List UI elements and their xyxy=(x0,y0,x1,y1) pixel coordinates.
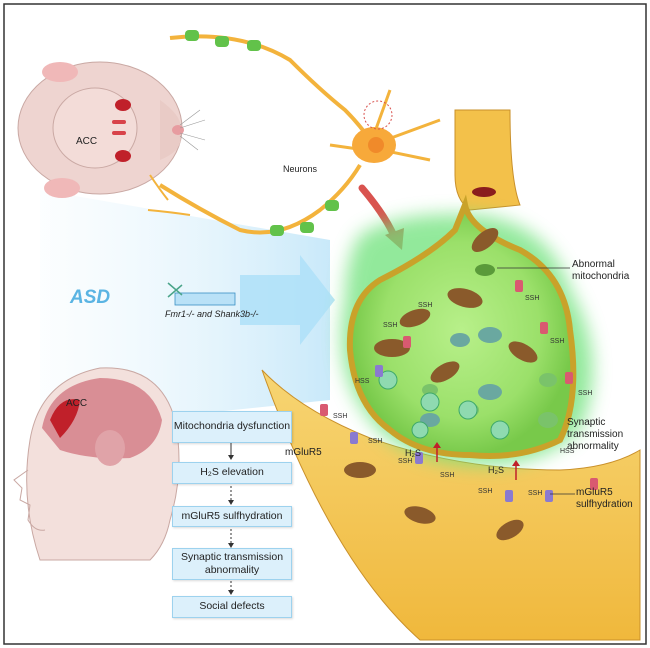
ssh-tag-2: SSH xyxy=(550,338,565,345)
flow-box-synaptic-abnormality: Synaptic transmission abnormality xyxy=(172,548,292,580)
asd-label: ASD xyxy=(70,287,111,308)
axon-cut xyxy=(472,187,496,197)
big-blue-arrow xyxy=(240,255,335,345)
neuron-illustration xyxy=(147,30,441,236)
ssh-tag-11: SSH xyxy=(528,490,543,497)
neurons-label: Neurons xyxy=(283,164,318,174)
ssh-tag-7: SSH xyxy=(368,438,383,445)
scissors-icon xyxy=(167,282,183,298)
mouse-illustration xyxy=(17,61,206,198)
gene-bar xyxy=(174,292,236,306)
flow-box-mito-dysfunction: Mitochondria dysfunction xyxy=(172,411,292,443)
ssh-tag-8: SSH xyxy=(398,458,413,465)
ssh-tag-5: SSH xyxy=(418,302,433,309)
receptors xyxy=(320,280,598,502)
vesicles xyxy=(378,370,510,440)
flow-box-social-defects: Social defects xyxy=(172,596,292,618)
h2s-label-2: H₂S xyxy=(488,465,504,475)
frame-border xyxy=(3,3,647,645)
mglur5-label: mGluR5 xyxy=(285,447,322,458)
ssh-tag-4: SSH xyxy=(383,322,398,329)
hss-tag-2: HSS xyxy=(560,448,575,455)
ssh-tag-6: SSH xyxy=(333,413,348,420)
h2s-label-1: H₂S xyxy=(405,448,421,458)
mglur5-sulf-label: mGluR5 sulfhydration xyxy=(576,487,633,510)
acc-mouse-label: ACC xyxy=(76,136,98,147)
post-mitochondria xyxy=(344,462,524,541)
synaptic-abn-label: Synaptic transmission abnormality xyxy=(567,417,624,452)
abnormal-mito-label: Abnormal mitochondria xyxy=(572,259,630,282)
ssh-tag-1: SSH xyxy=(525,295,540,302)
models-label: Fmr1-/- and Shank3b-/- xyxy=(165,309,259,319)
ssh-tag-3: SSH xyxy=(578,390,593,397)
human-head-illustration xyxy=(13,367,180,561)
flow-box-mglur5-sulfhydration: mGluR5 sulfhydration xyxy=(172,506,292,527)
ssh-tag-9: SSH xyxy=(440,472,455,479)
ssh-tag-10: SSH xyxy=(478,488,493,495)
axon xyxy=(454,109,521,211)
hss-tag-1: HSS xyxy=(355,378,370,385)
acc-human-label: ACC xyxy=(66,398,88,409)
flow-box-h2s-elevation: H₂S elevation xyxy=(172,462,292,484)
